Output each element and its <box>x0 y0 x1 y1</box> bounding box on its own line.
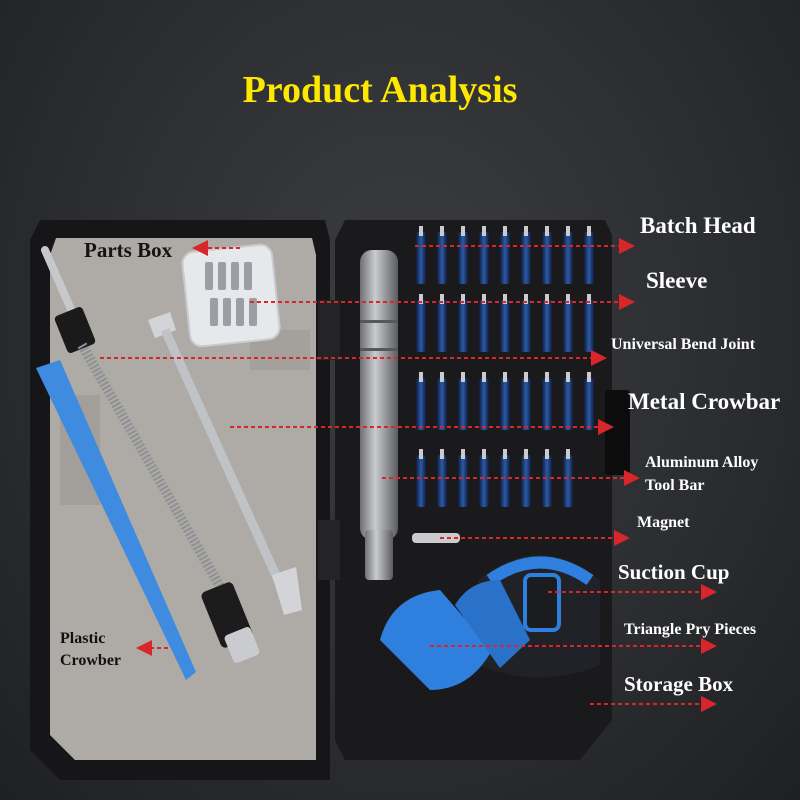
bit <box>563 455 573 507</box>
bit <box>458 378 468 430</box>
bit-tip <box>566 449 570 459</box>
bit-tip <box>461 294 465 304</box>
bit <box>563 378 573 430</box>
label-sleeve: Sleeve <box>646 268 708 293</box>
bit-tip <box>545 449 549 459</box>
bit <box>542 455 552 507</box>
bit <box>500 300 510 352</box>
label-plastic-crowber-1: Plastic <box>60 630 106 647</box>
bit <box>563 232 573 284</box>
bit-tip <box>440 294 444 304</box>
bit <box>479 232 489 284</box>
bit-tip <box>461 372 465 382</box>
bit <box>500 455 510 507</box>
bit <box>416 455 426 507</box>
label-aluminum-alloy-2: Tool Bar <box>645 477 705 494</box>
bit-tip <box>440 372 444 382</box>
bit <box>521 378 531 430</box>
bit-tip <box>587 372 591 382</box>
bit-tip <box>545 226 549 236</box>
label-suction-cup: Suction Cup <box>618 560 730 584</box>
bit-tip <box>482 449 486 459</box>
label-storage-box: Storage Box <box>624 672 734 696</box>
bit <box>542 232 552 284</box>
bit <box>584 378 594 430</box>
label-metal-crowbar: Metal Crowbar <box>628 389 781 414</box>
bit <box>563 300 573 352</box>
bit-tip <box>566 294 570 304</box>
bit-tip <box>482 294 486 304</box>
bit <box>416 378 426 430</box>
bit <box>458 232 468 284</box>
bit <box>479 378 489 430</box>
bit-tip <box>566 226 570 236</box>
metal-spudger <box>148 312 302 615</box>
universal-bend-joint <box>41 246 260 663</box>
bit-tip <box>524 372 528 382</box>
bit-tip <box>482 226 486 236</box>
bit <box>458 455 468 507</box>
bit <box>542 378 552 430</box>
label-universal-bend-joint: Universal Bend Joint <box>611 336 756 353</box>
bit-tip <box>419 294 423 304</box>
label-parts-box: Parts Box <box>84 238 173 262</box>
bit <box>521 455 531 507</box>
triangle-pry-pieces <box>380 580 530 690</box>
bit <box>479 300 489 352</box>
bit <box>416 232 426 284</box>
left-case-half <box>30 220 330 780</box>
label-magnet: Magnet <box>637 514 690 531</box>
bit-tip <box>524 449 528 459</box>
aluminum-alloy-tool-bar <box>360 250 398 580</box>
label-triangle-pry-pieces: Triangle Pry Pieces <box>624 621 757 638</box>
bit <box>584 300 594 352</box>
label-batch-head: Batch Head <box>640 213 756 238</box>
bit <box>500 378 510 430</box>
label-plastic-crowber-2: Crowber <box>60 652 122 669</box>
bit-tip <box>440 226 444 236</box>
bit <box>437 232 447 284</box>
bit-tip <box>587 226 591 236</box>
bit-tip <box>503 226 507 236</box>
bit-tip <box>440 449 444 459</box>
bit-tip <box>419 226 423 236</box>
bit-tip <box>482 372 486 382</box>
bit-tip <box>461 449 465 459</box>
bit-tip <box>503 372 507 382</box>
bit <box>437 455 447 507</box>
callout-arrows <box>100 238 717 712</box>
bit <box>521 300 531 352</box>
bit <box>584 232 594 284</box>
bit-tip <box>461 226 465 236</box>
plastic-crowbar <box>36 360 196 680</box>
label-aluminum-alloy-1: Aluminum Alloy <box>645 454 759 471</box>
bit <box>416 300 426 352</box>
bit-tip <box>545 372 549 382</box>
bit <box>479 455 489 507</box>
bit-tip <box>419 449 423 459</box>
page-title: Product Analysis <box>242 69 518 111</box>
bit-tip <box>566 372 570 382</box>
bit <box>437 300 447 352</box>
bit <box>521 232 531 284</box>
magnet <box>412 533 460 543</box>
bit-tip <box>524 226 528 236</box>
bit <box>437 378 447 430</box>
bit <box>542 300 552 352</box>
bit-tip <box>503 449 507 459</box>
bit <box>500 232 510 284</box>
bit <box>458 300 468 352</box>
bit-tip <box>503 294 507 304</box>
bit-tip <box>545 294 549 304</box>
bit-tip <box>587 294 591 304</box>
bit-tip <box>524 294 528 304</box>
parts-box <box>181 243 281 348</box>
bit-tip <box>419 372 423 382</box>
